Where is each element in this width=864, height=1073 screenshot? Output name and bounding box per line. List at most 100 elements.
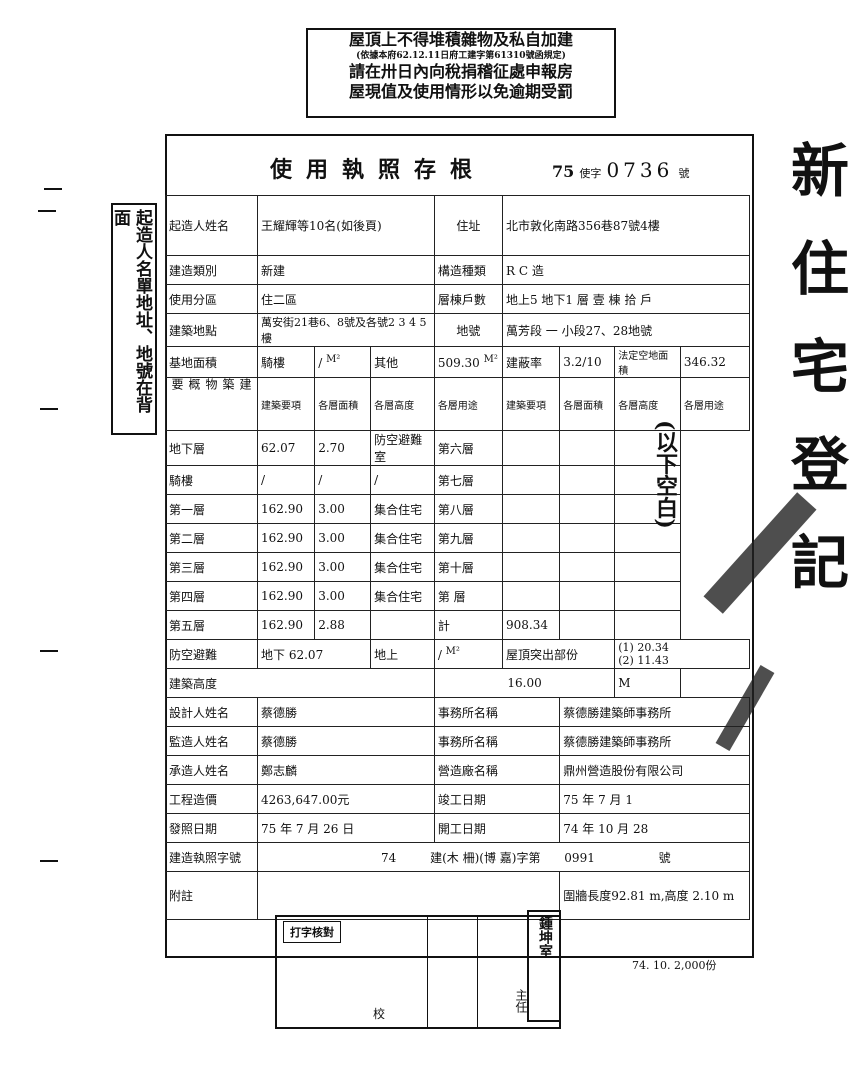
designer-label: 設計人姓名 [165, 697, 258, 727]
start-label: 開工日期 [433, 813, 561, 843]
height-label: 建築高度 [165, 668, 435, 698]
floor-area-right: 908.34 [501, 610, 561, 640]
arcade-value: / M² [314, 346, 372, 378]
floor-use: / [370, 465, 435, 495]
remarks-value: 圍牆長度92.81 m,高度 2.10 m [559, 871, 750, 920]
floor-use-right [614, 552, 681, 582]
floor-name: 第四層 [165, 581, 258, 611]
form-grid: 起造人姓名 王耀輝等10名(如後頁) 住址 北市敦化南路356巷87號4樓 建造… [165, 195, 751, 920]
floor-name-right: 第八層 [433, 494, 503, 524]
contractor-firm-value: 鼎州營造股份有限公司 [559, 755, 750, 785]
floor-name-right: 第十層 [433, 552, 503, 582]
floor-height: / [314, 465, 372, 495]
applicant-value: 王耀輝等10名(如後頁) [257, 195, 435, 256]
other-label: 其他 [370, 346, 435, 378]
floor-area: 162.90 [256, 523, 316, 553]
other-value-text: 509.30 [437, 356, 480, 370]
other-value: 509.30 M² [433, 346, 503, 378]
floor-name: 第五層 [165, 610, 258, 640]
floor-height-right [559, 430, 616, 466]
floor-area: / [256, 465, 316, 495]
col-height: 各層高度 [614, 377, 681, 431]
col-use: 各層用途 [433, 377, 503, 431]
sig-label-b: 主任 [514, 989, 528, 1013]
signature-stamp: 鍾坤室 [527, 910, 561, 1022]
shelter-below: 地下 62.07 [256, 639, 372, 669]
floors-label: 層棟戶數 [433, 284, 503, 314]
floor-height-right [559, 523, 616, 553]
base-area-label: 基地面積 [165, 346, 258, 378]
notice-line: 屋現值及使用情形以免逾期受罰 [348, 82, 573, 101]
complete-value: 75 年 7 月 1 [559, 784, 750, 814]
permit-no: 0736 [606, 158, 674, 182]
type-label: 建造類別 [165, 255, 258, 285]
floor-height: 3.00 [314, 494, 372, 524]
margin-mark [38, 210, 56, 212]
contractor-firm-label: 營造廠名稱 [433, 755, 561, 785]
col-use: 各層用途 [679, 377, 751, 431]
type-value: 新建 [257, 255, 435, 285]
cost-label: 工程造價 [165, 784, 258, 814]
building-permit-label: 建造執照字號 [165, 842, 258, 872]
complete-label: 竣工日期 [433, 784, 561, 814]
floor-name: 地下層 [165, 430, 258, 466]
floor-height-right [559, 494, 616, 524]
applicant-label: 起造人姓名 [165, 195, 258, 256]
unit-m: M [614, 668, 681, 698]
structure-value: R C 造 [501, 255, 751, 285]
page-title: 使用執照存根 [270, 157, 487, 183]
supervisor-value: 蔡德勝 [257, 726, 435, 756]
floor-use: 防空避難室 [370, 430, 435, 466]
floor-name: 第一層 [165, 494, 258, 524]
designer-office-value: 蔡德勝建築師事務所 [559, 697, 750, 727]
zone-label: 使用分區 [165, 284, 258, 314]
sig-label-a: 校 [373, 1007, 386, 1021]
print-footer: 74. 10. 2,000份 [632, 959, 717, 972]
roof-2: (2) 11.43 [618, 654, 669, 667]
floor-use-right [614, 581, 681, 611]
vacant-label: 法定空地面積 [614, 346, 681, 378]
floor-name-right: 第九層 [433, 523, 503, 553]
floor-area: 162.90 [256, 610, 316, 640]
right-stamp: 新住宅登記 [781, 140, 849, 630]
floor-area-right [501, 581, 561, 611]
floor-use: 集合住宅 [370, 552, 435, 582]
col-item: 建築要項 [256, 377, 316, 431]
bp-no: 0991 [564, 850, 595, 865]
arcade-label: 騎樓 [256, 346, 316, 378]
floor-height: 3.00 [314, 552, 372, 582]
floor-use: 集合住宅 [370, 581, 435, 611]
supervisor-office-label: 事務所名稱 [433, 726, 561, 756]
bp-suffix: 號 [658, 850, 671, 865]
notice-stamp: 屋頂上不得堆積雜物及私自加建 (依據本府62.12.11日府工建字第61310號… [306, 28, 616, 118]
bp-text: 建(木 柵)(博 嘉)字第 [430, 850, 541, 865]
height-value: 16.00 [433, 668, 616, 698]
unit-m2: M² [326, 354, 341, 365]
notice-line: (依據本府62.12.11日府工建字第61310號函規定) [356, 51, 566, 61]
floor-use-right [614, 465, 681, 495]
unit-m2: M² [445, 646, 460, 657]
designer-value: 蔡德勝 [257, 697, 435, 727]
contractor-label: 承造人姓名 [165, 755, 258, 785]
floor-use [370, 610, 435, 640]
floor-use: 集合住宅 [370, 523, 435, 553]
coverage-value: 3.2/10 [559, 346, 616, 378]
floor-use: 集合住宅 [370, 494, 435, 524]
remarks-label: 附註 [165, 871, 258, 920]
floor-area: 162.90 [256, 581, 316, 611]
floor-area: 162.90 [256, 552, 316, 582]
col-area: 各層面積 [559, 377, 616, 431]
floor-area-right [501, 465, 561, 495]
floor-height: 3.00 [314, 581, 372, 611]
shelter-above-label: 地上 [370, 639, 435, 669]
margin-mark [44, 188, 62, 190]
col-area: 各層面積 [314, 377, 372, 431]
permit-suffix: 號 [678, 167, 690, 180]
lot-value: 萬芳段 一 小段27、28地號 [501, 313, 751, 347]
supervisor-label: 監造人姓名 [165, 726, 258, 756]
coverage-label: 建蔽率 [501, 346, 561, 378]
